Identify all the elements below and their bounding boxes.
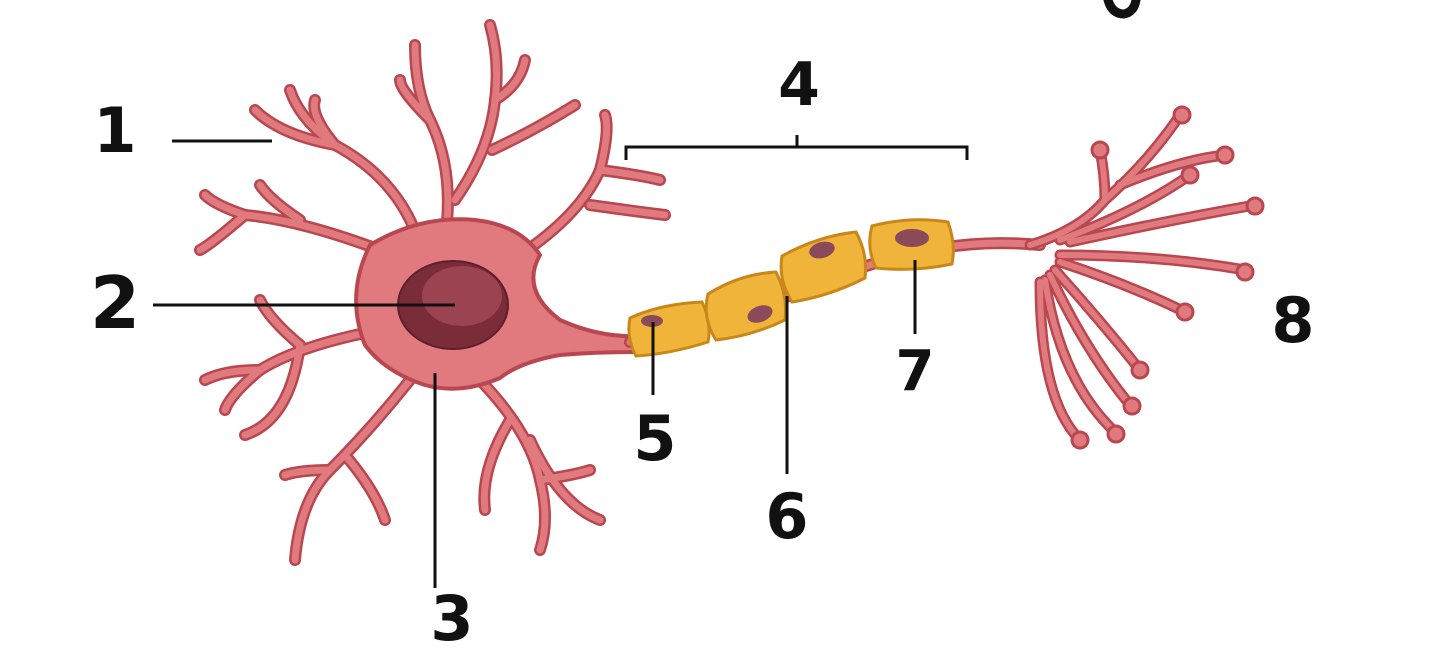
label-6: 6 [765,480,808,553]
label-3: 3 [430,582,473,654]
schwann-cell [704,270,788,342]
schwann-cell [779,230,868,304]
schwann-cell [868,218,955,271]
label-8: 8 [1271,284,1314,357]
label-5: 5 [633,402,676,475]
leader-lines [153,135,969,588]
label-7: 7 [896,339,935,404]
cropped-text-fragment [1103,0,1141,19]
label-2: 2 [90,261,140,345]
dendrites [194,19,671,566]
label-4: 4 [778,50,820,120]
bracket-4 [624,145,969,160]
schwann-cell [627,300,711,358]
label-1: 1 [93,94,136,167]
axon-terminals [1024,105,1265,450]
myelin-sheath [627,218,955,358]
